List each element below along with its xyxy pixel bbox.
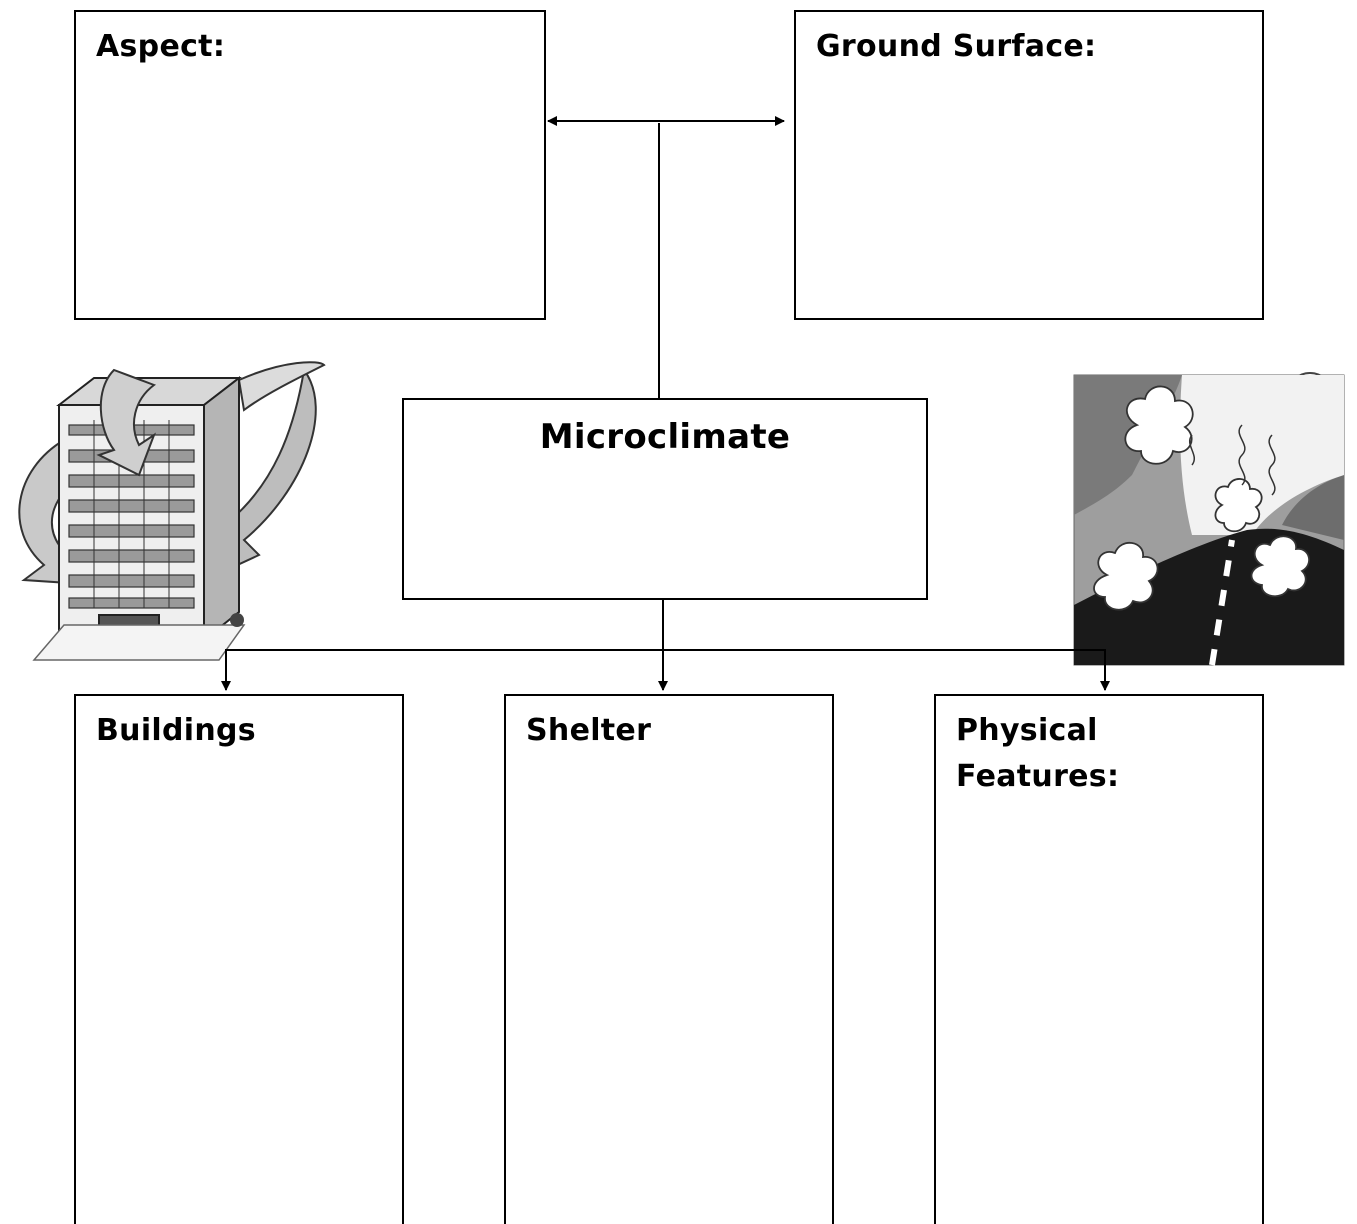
shelter-label: Shelter xyxy=(526,713,652,748)
road-heat-illustration xyxy=(1073,372,1345,666)
ground-surface-label: Ground Surface: xyxy=(816,29,1097,64)
physical-features-label: Physical Features: xyxy=(956,713,1120,794)
building-wind-illustration xyxy=(18,361,326,661)
buildings-label: Buildings xyxy=(96,713,256,748)
aspect-label: Aspect: xyxy=(96,29,226,64)
shelter-box: Shelter xyxy=(504,694,834,1224)
buildings-box: Buildings xyxy=(74,694,404,1224)
microclimate-box: Microclimate xyxy=(402,398,928,600)
physical-features-box: Physical Features: xyxy=(934,694,1264,1224)
aspect-box: Aspect: xyxy=(74,10,546,320)
microclimate-label: Microclimate xyxy=(539,417,791,457)
ground-surface-box: Ground Surface: xyxy=(794,10,1264,320)
